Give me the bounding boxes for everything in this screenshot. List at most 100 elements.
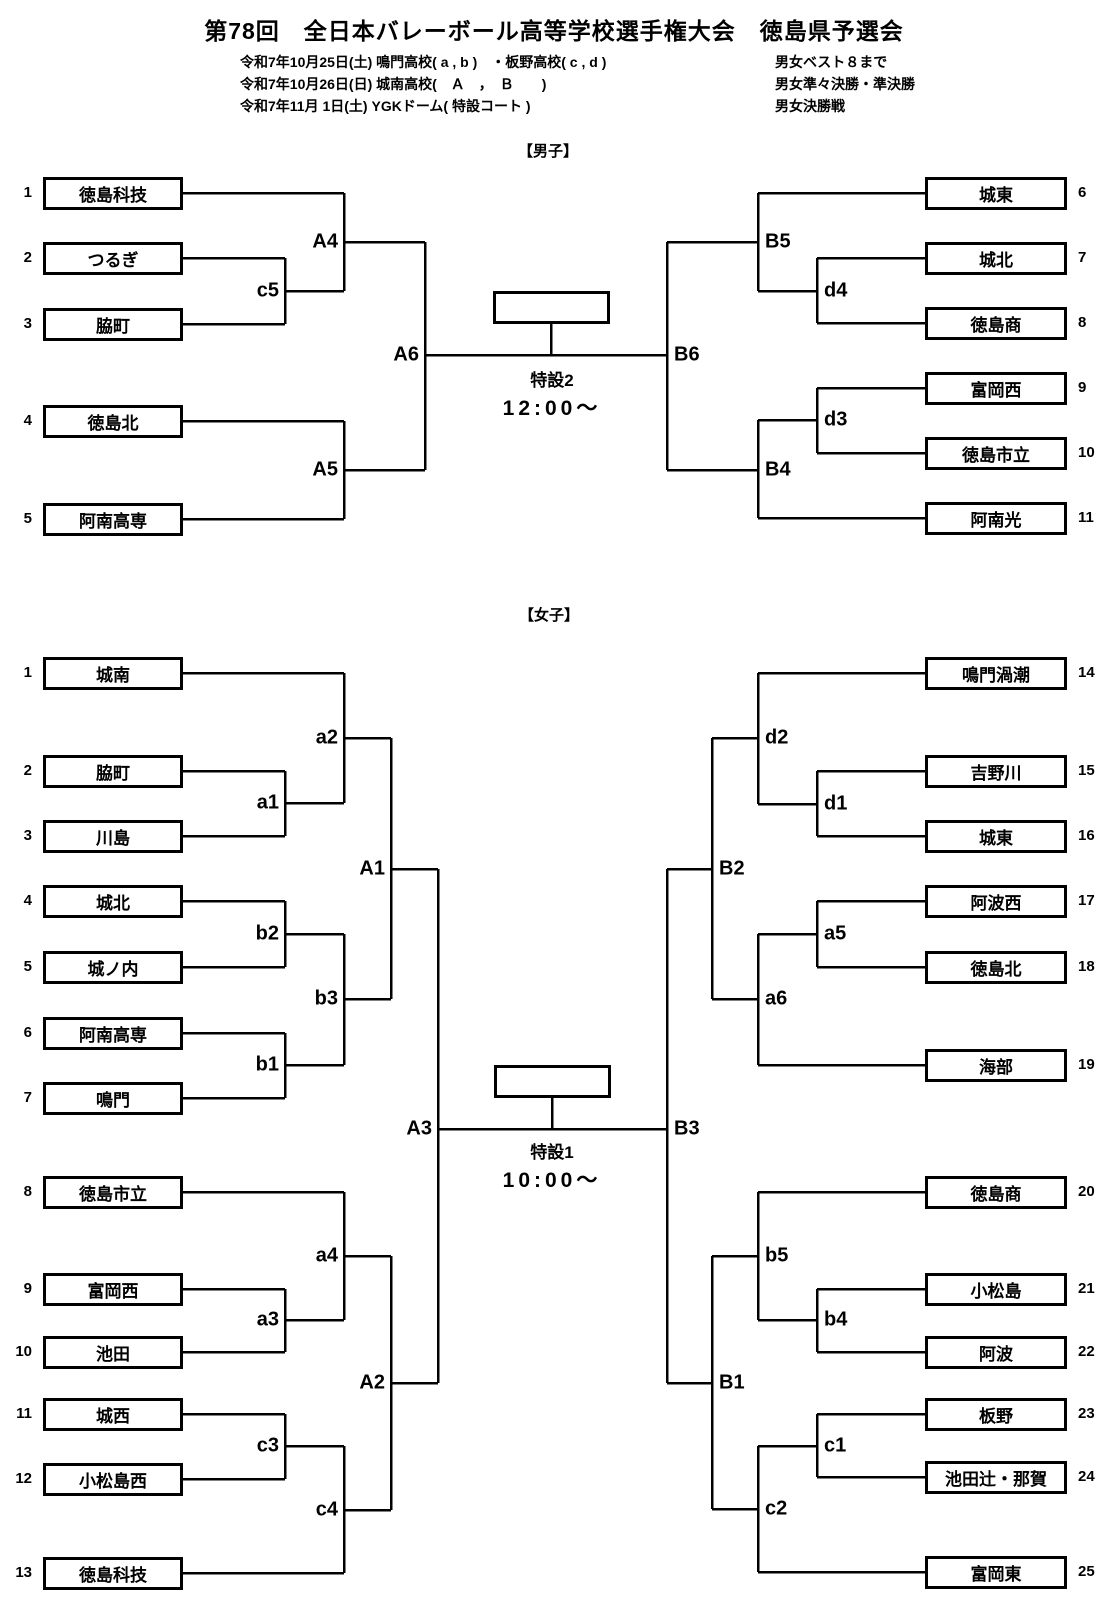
seed-men-6: 6 (1078, 184, 1087, 201)
match-label-women-c1: c1 (824, 1434, 847, 1457)
team-box-women-7: 鳴門 (43, 1081, 183, 1115)
match-label-men-B4: B4 (765, 458, 791, 481)
match-label-women-c2: c2 (765, 1497, 788, 1520)
schedule-date-2: 令和7年10月26日(日) 城南高校( Ａ ， Ｂ ) (240, 76, 547, 92)
match-label-women-a2: a2 (315, 726, 338, 749)
match-label-women-d1: d1 (824, 792, 848, 815)
team-box-men-11: 阿南光 (925, 501, 1067, 535)
team-box-men-9: 富岡西 (925, 371, 1067, 405)
match-label-women-b5: b5 (765, 1244, 789, 1267)
schedule-note-3: 男女決勝戦 (775, 98, 845, 114)
team-box-women-20: 徳島商 (925, 1175, 1067, 1209)
match-label-men-B6: B6 (674, 343, 700, 366)
seed-women-11: 11 (16, 1405, 32, 1422)
seed-women-7: 7 (23, 1089, 32, 1106)
team-box-women-16: 城東 (925, 819, 1067, 853)
match-label-women-a1: a1 (256, 791, 279, 814)
team-box-women-2: 脇町 (43, 754, 183, 788)
team-box-men-3: 脇町 (43, 307, 183, 341)
seed-women-9: 9 (23, 1280, 32, 1297)
seed-women-25: 25 (1078, 1563, 1095, 1580)
match-label-men-A6: A6 (393, 343, 419, 366)
team-box-men-5: 阿南高専 (43, 502, 183, 536)
team-box-men-2: つるぎ (43, 241, 183, 275)
seed-women-10: 10 (15, 1343, 32, 1360)
team-box-women-10: 池田 (43, 1335, 183, 1369)
team-box-men-8: 徳島商 (925, 306, 1067, 340)
team-box-women-12: 小松島西 (43, 1462, 183, 1496)
team-box-women-11: 城西 (43, 1397, 183, 1431)
seed-women-15: 15 (1078, 762, 1095, 779)
team-box-men-7: 城北 (925, 241, 1067, 275)
match-label-women-a4: a4 (315, 1244, 338, 1267)
seed-men-11: 11 (1078, 509, 1094, 526)
seed-women-6: 6 (23, 1024, 32, 1041)
seed-men-3: 3 (23, 315, 32, 332)
team-box-men-1: 徳島科技 (43, 176, 183, 210)
team-box-women-8: 徳島市立 (43, 1175, 183, 1209)
women-section-label: 【女子】 (518, 607, 580, 624)
match-label-women-B1: B1 (719, 1371, 745, 1394)
team-box-women-17: 阿波西 (925, 884, 1067, 918)
seed-men-10: 10 (1078, 444, 1095, 461)
seed-women-20: 20 (1078, 1183, 1095, 1200)
team-box-women-13: 徳島科技 (43, 1556, 183, 1590)
seed-women-4: 4 (23, 892, 32, 909)
team-box-women-4: 城北 (43, 884, 183, 918)
team-box-men-6: 城東 (925, 176, 1067, 210)
seed-men-7: 7 (1078, 249, 1087, 266)
seed-men-8: 8 (1078, 314, 1087, 331)
seed-men-2: 2 (23, 249, 32, 266)
seed-women-21: 21 (1078, 1280, 1095, 1297)
seed-women-12: 12 (15, 1470, 32, 1487)
match-label-men-c5: c5 (256, 279, 279, 302)
match-label-women-b4: b4 (824, 1308, 848, 1331)
team-box-women-19: 海部 (925, 1048, 1067, 1082)
seed-men-1: 1 (23, 184, 32, 201)
match-label-women-A2: A2 (359, 1371, 385, 1394)
seed-men-9: 9 (1078, 379, 1087, 396)
schedule-date-1: 令和7年10月25日(土) 鳴門高校( a , b ) ・板野高校( c , d… (240, 54, 607, 70)
seed-women-1: 1 (23, 664, 32, 681)
seed-women-8: 8 (23, 1183, 32, 1200)
seed-women-22: 22 (1078, 1343, 1095, 1360)
match-label-women-b3: b3 (314, 987, 338, 1010)
seed-women-17: 17 (1078, 892, 1095, 909)
seed-women-18: 18 (1078, 958, 1095, 975)
team-box-women-9: 富岡西 (43, 1272, 183, 1306)
schedule-note-1: 男女ベスト８まで (775, 54, 888, 70)
match-label-women-b1: b1 (255, 1053, 279, 1076)
match-label-men-A5: A5 (312, 458, 338, 481)
seed-men-4: 4 (23, 412, 32, 429)
seed-women-23: 23 (1078, 1405, 1095, 1422)
seed-women-3: 3 (23, 827, 32, 844)
match-label-men-B5: B5 (765, 230, 791, 253)
team-box-women-15: 吉野川 (925, 754, 1067, 788)
match-label-women-A3: A3 (406, 1117, 432, 1140)
team-box-women-5: 城ノ内 (43, 950, 183, 984)
seed-women-2: 2 (23, 762, 32, 779)
team-box-men-10: 徳島市立 (925, 436, 1067, 470)
match-label-women-c3: c3 (256, 1434, 279, 1457)
match-label-men-d4: d4 (824, 279, 848, 302)
team-box-women-6: 阿南高専 (43, 1016, 183, 1050)
team-box-women-23: 板野 (925, 1397, 1067, 1431)
match-label-women-b2: b2 (255, 922, 279, 945)
match-label-women-d2: d2 (765, 726, 789, 749)
match-label-women-A1: A1 (359, 857, 385, 880)
women-court-label: 特設1 (530, 1143, 574, 1162)
team-box-women-21: 小松島 (925, 1272, 1067, 1306)
seed-women-13: 13 (15, 1564, 32, 1581)
team-box-women-3: 川島 (43, 819, 183, 853)
match-label-women-B2: B2 (719, 857, 745, 880)
men-court-label: 特設2 (530, 371, 574, 390)
schedule-date-3: 令和7年11月 1日(土) YGKドーム( 特設コート ) (240, 98, 531, 114)
women-winner-box (494, 1065, 611, 1098)
men-start-time: 12:00～ (502, 397, 602, 420)
team-box-women-14: 鳴門渦潮 (925, 656, 1067, 690)
schedule-note-2: 男女準々決勝・準決勝 (775, 76, 915, 92)
team-box-women-24: 池田辻・那賀 (925, 1460, 1067, 1494)
seed-women-14: 14 (1078, 664, 1095, 681)
